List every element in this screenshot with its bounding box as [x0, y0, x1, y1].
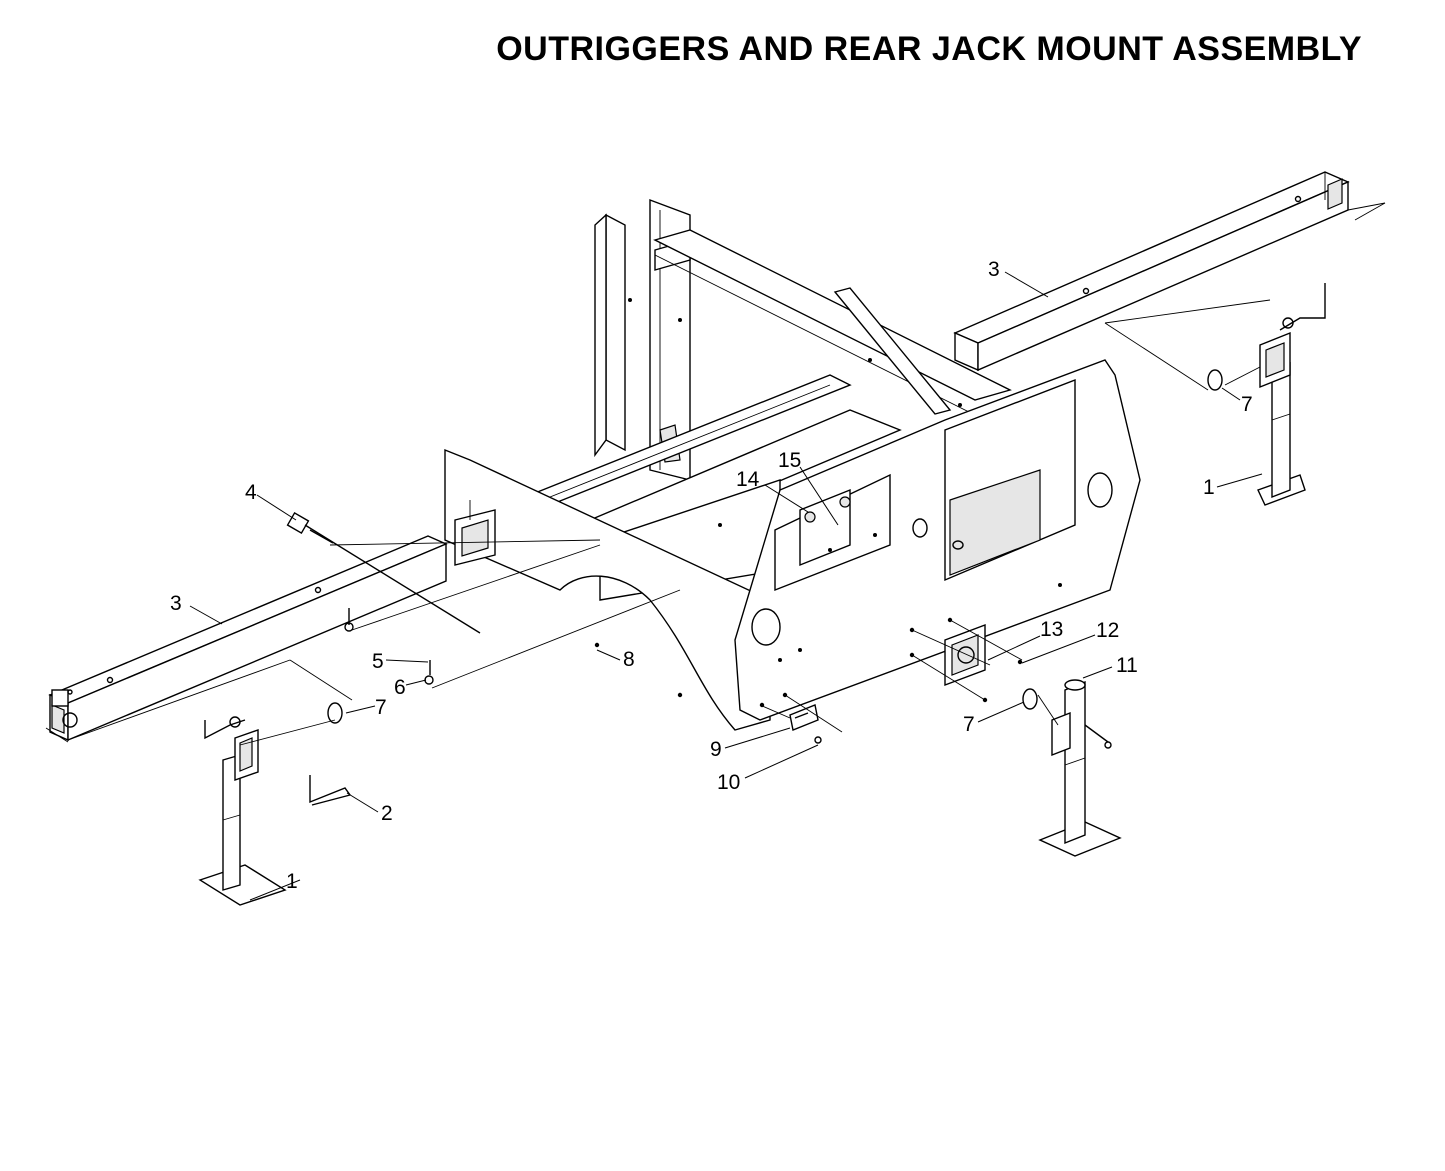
- callout-7-upper-right: 7: [1241, 393, 1253, 416]
- callout-14: 14: [736, 468, 760, 491]
- bolt-and-nut: [344, 544, 681, 689]
- jack-stand-left: [198, 716, 287, 906]
- callout-1-upper-right: 1: [1203, 476, 1215, 499]
- frame-upright: [594, 198, 691, 481]
- callout-15: 15: [778, 449, 801, 472]
- hardware-dots: [594, 298, 1062, 708]
- plate-and-bolt: [759, 694, 843, 744]
- callout-3-lower: 3: [170, 592, 182, 615]
- frame-main-rails: [528, 374, 902, 601]
- callout-labels: 1 1 2 3 3 4 5 6 7 7 7 8 9 10 11 12 13 14…: [170, 258, 1253, 893]
- callout-6: 6: [394, 676, 406, 699]
- callout-2: 2: [381, 802, 393, 825]
- outrigger-beam-upper: [953, 171, 1386, 372]
- callout-12: 12: [1096, 619, 1119, 642]
- callout-1-lower-left: 1: [286, 870, 298, 893]
- left-side-panel: [444, 448, 771, 731]
- callout-3-upper: 3: [988, 258, 1000, 281]
- callout-10: 10: [717, 771, 740, 794]
- callout-7-lower-right: 7: [963, 713, 975, 736]
- latch-assembly: [799, 488, 851, 567]
- o-ring-upper-right: [1207, 369, 1223, 391]
- jack-handle: [309, 775, 352, 806]
- callout-8: 8: [623, 648, 635, 671]
- rear-bulkhead: [734, 359, 1141, 721]
- jack-stand-lower-right: [1038, 679, 1122, 857]
- jack-stand-upper-right: [1257, 283, 1326, 506]
- o-ring-left: [327, 702, 343, 724]
- outrigger-beam-lower: [45, 535, 448, 743]
- o-ring-lower-right: [1022, 688, 1038, 710]
- leader-lines: [189, 271, 1263, 901]
- rear-jack-mount: [944, 623, 986, 687]
- crank-rod: [286, 511, 601, 634]
- callout-13: 13: [1040, 618, 1063, 641]
- callout-4: 4: [245, 481, 257, 504]
- callout-11: 11: [1116, 654, 1138, 677]
- callout-5: 5: [372, 650, 384, 673]
- frame-top-beams: [653, 229, 1012, 416]
- callout-7-left: 7: [375, 696, 387, 719]
- callout-9: 9: [710, 738, 722, 761]
- projection-lines: [67, 299, 1271, 746]
- page-title: OUTRIGGERS AND REAR JACK MOUNT ASSEMBLY: [496, 30, 1362, 68]
